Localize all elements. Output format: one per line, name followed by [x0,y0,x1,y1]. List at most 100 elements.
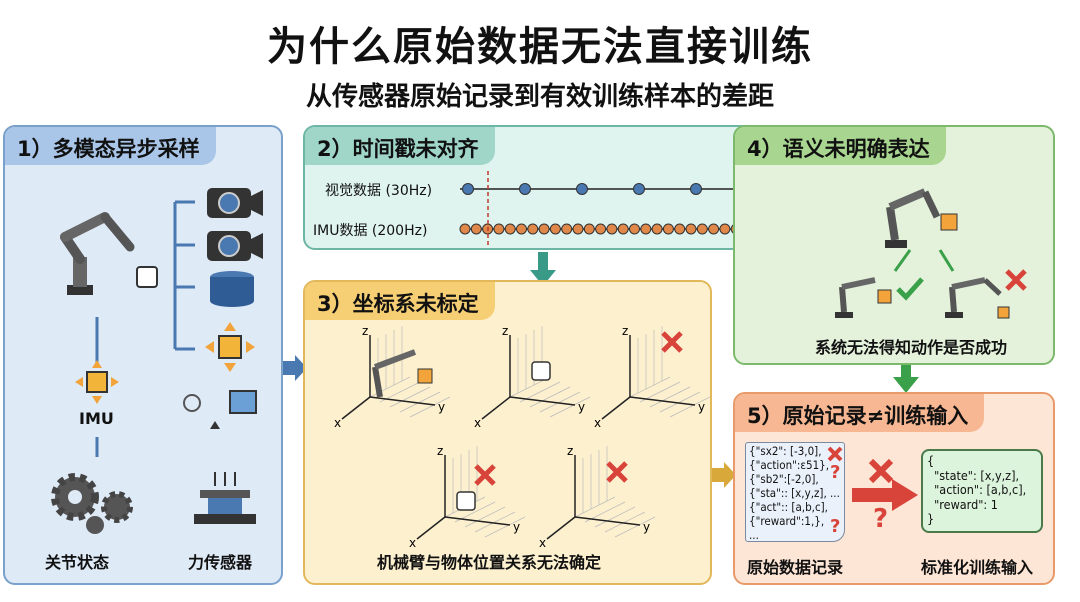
cube-icon [417,368,433,384]
imu-sample-dot [640,223,652,235]
joint-state-label: 关节状态 [45,553,110,572]
axis-label-y: y [513,520,520,534]
imu-sample-dot [651,223,663,235]
imu-sample-dot [674,223,686,235]
panel-header: 2）时间戳未对齐 [305,127,495,165]
grid-line [464,506,506,528]
panel-header: 1）多模态异步采样 [5,127,216,165]
grid-line [399,391,441,413]
y-axis [444,516,511,526]
camera-icon [207,188,263,218]
semantic-caption: 系统无法得知动作是否成功 [815,338,1008,357]
timeline-chart [459,171,783,245]
imu-sample-dot [459,223,471,235]
y-axis [574,516,641,526]
grid-line [539,391,581,413]
imu-sample-dot [662,223,674,235]
check-icon [896,277,924,301]
grid-line [669,396,710,418]
grid-line [629,376,671,398]
axis-label-z: z [622,324,628,338]
arrow-icon [712,462,736,488]
panel-header: 3）坐标系未标定 [305,282,495,320]
panel-timestamp: 2）时间戳未对齐 视觉数据 (30Hz) IMU数据 (200Hz) [303,125,793,250]
imu-sample-dot [696,223,708,235]
raw-data-lines: {"sx2": [-3,0], {"action":ε51}, {"sb2":[… [749,444,840,542]
imu-sample-dot [549,223,561,235]
axis-label-x: x [409,536,416,550]
question-icon: ? [873,504,889,534]
imu-data-label: IMU数据 (200Hz) [313,223,428,239]
grid-line [574,496,616,518]
y-axis [369,396,436,406]
x-axis [341,396,371,420]
page-subtitle: 从传感器原始记录到有效训练样本的差距 [305,82,774,112]
axis-label-y: y [578,400,585,414]
force-sensor-label: 力传感器 [188,553,253,572]
arrow-icon [893,249,955,272]
imu-sample-dot [629,223,640,235]
standard-input-box [921,449,1043,533]
panel-header: 5）原始记录≠训练输入 [735,394,985,432]
robot-arm-icon [885,188,958,248]
imu-sample-dot [606,223,618,235]
grid-line [409,396,451,418]
standard-input-label: 标准化训练输入 [921,558,1034,577]
robot-arm-icon [60,212,158,295]
imu-chip-icon [75,360,119,404]
axis-label-x: x [594,416,601,430]
vision-data-label: 视觉数据 (30Hz) [325,183,433,199]
imu-sample-dot [708,223,720,235]
x-axis [481,396,511,420]
imu-sample-dot [572,223,584,235]
cup-icon [456,491,476,511]
raw-data-label: 原始数据记录 [747,558,844,577]
vision-sample-dot [519,183,531,195]
question-icon: ? [830,462,841,483]
axis-label-x: x [334,416,341,430]
robot-arm-icon [835,277,892,318]
coordinate-caption: 机械臂与物体位置关系无法确定 [377,553,602,572]
grid-line [594,506,636,528]
axis-label-y: y [643,520,650,534]
imu-sample-dot [595,223,607,235]
axis-label-z: z [502,324,508,338]
imu-sample-dot [719,223,731,235]
vision-sample-dot [633,183,645,195]
y-axis [629,396,696,406]
panel-raw-vs-train: 5）原始记录≠训练输入 {"sx2": [-3,0], {"action":ε5… [733,392,1055,585]
grid-line [474,511,516,533]
imu-sample-dot [583,223,595,235]
axis-label-x: x [539,536,546,550]
camera-icon [207,231,263,261]
grid-line [484,516,526,538]
axis-label-x: x [474,416,481,430]
cross-icon [868,458,894,484]
vision-sample-dot [576,183,588,195]
arrow-icon [95,200,195,457]
grid-line [659,391,701,413]
imu-sample-dot [516,223,527,235]
axis-label-z: z [437,444,443,458]
robot-arm-icon [373,349,417,370]
arrow-icon [893,365,919,393]
imu-sample-dot [538,223,550,235]
grid-line [549,396,591,418]
panel-multimodal: 1）多模态异步采样 IMU 关节状态 力传感器 [3,125,283,585]
grid-line [604,511,646,533]
grid-line [649,386,691,408]
vision-sample-dot [462,183,474,195]
panel-semantic: 4）语义未明确表达 系统无法得知动作是否成功 [733,125,1055,365]
grid-line [614,516,656,538]
cross-icon [474,464,496,486]
axis-label-z: z [567,444,573,458]
arrow-icon [852,479,918,511]
imu-chip-icon [205,322,255,372]
imu-sample-dot [527,223,539,235]
force-sensor-icon [194,472,256,524]
standard-input-lines: { "state": [x,y,z], "action": [a,b,c], "… [927,453,1027,526]
image-icon [183,390,257,429]
robot-arm-icon [372,366,383,398]
imu-sample-dot [617,223,629,235]
